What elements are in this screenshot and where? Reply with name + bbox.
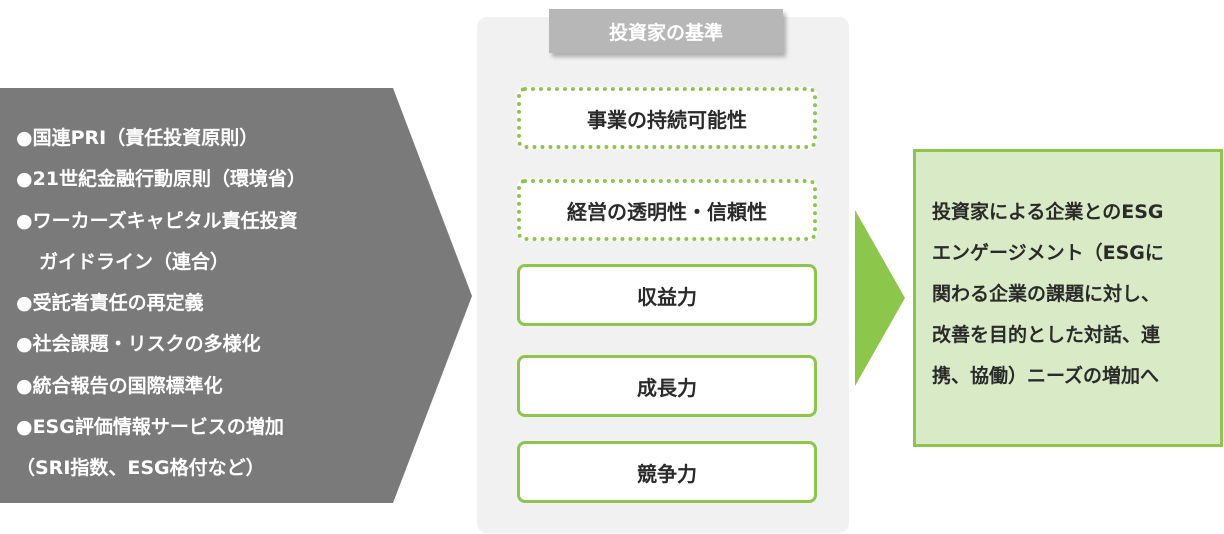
result-line: 携、協働）ニーズの増加へ: [932, 365, 1160, 387]
drivers-list-item: ●国連PRI（責任投資原則）: [16, 127, 259, 149]
drivers-arrow-shape: [0, 88, 472, 503]
criteria-box-profitability: 収益力: [517, 264, 817, 326]
result-line: エンゲージメント（ESGに: [932, 242, 1164, 264]
criteria-box-growth: 成長力: [517, 355, 817, 417]
panel-title: 投資家の基準: [549, 9, 783, 53]
green-arrow-icon: [855, 210, 905, 386]
drivers-list-item: ●社会課題・リスクの多様化: [16, 333, 261, 356]
drivers-list: ●国連PRI（責任投資原則） ●21世紀金融行動原則（環境省） ●ワーカーズキャ…: [16, 118, 416, 490]
drivers-list-item: ●21世紀金融行動原則（環境省）: [16, 168, 307, 191]
result-box: 投資家による企業とのESG エンゲージメント（ESGに 関わる企業の課題に対し、…: [913, 149, 1223, 447]
criteria-box-transparency: 経営の透明性・信頼性: [517, 179, 817, 241]
drivers-list-item: ●ワーカーズキャピタル責任投資: [16, 209, 298, 232]
drivers-list-item: ●受託者責任の再定義: [16, 292, 204, 315]
result-line: 投資家による企業とのESG: [932, 201, 1164, 223]
drivers-list-item: ガイドライン（連合）: [39, 250, 230, 273]
criteria-box-sustainability: 事業の持続可能性: [517, 87, 817, 149]
drivers-list-item: ●統合報告の国際標準化: [16, 374, 223, 397]
result-line: 関わる企業の課題に対し、: [932, 283, 1161, 305]
drivers-list-item: ●ESG評価情報サービスの増加: [16, 416, 284, 439]
result-line: 改善を目的とした対話、連: [932, 324, 1161, 346]
criteria-box-competitiveness: 競争力: [517, 441, 817, 503]
drivers-list-item: （SRI指数、ESG格付など）: [16, 457, 265, 480]
